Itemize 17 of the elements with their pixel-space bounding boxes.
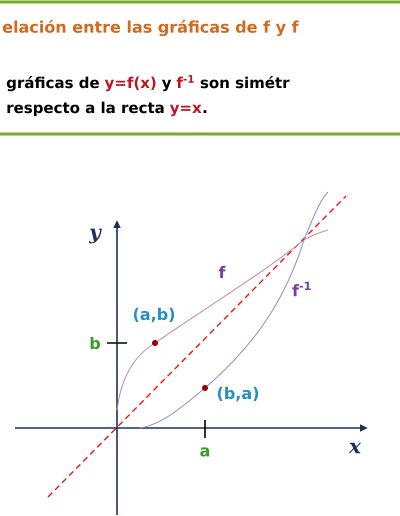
axis-label: x	[348, 442, 362, 454]
curve-label: f$^{-1}$	[292, 282, 311, 296]
curve-label: f	[218, 266, 226, 278]
title: elación entre las gráficas de f y f	[2, 20, 299, 36]
highlighted-text: f$^{-1}$	[176, 75, 194, 88]
tick-label: a	[200, 447, 210, 457]
highlighted-text: y=x	[170, 104, 202, 116]
point-label: (a,b)	[134, 308, 174, 322]
statement-text: y	[162, 80, 172, 92]
statement-text: .	[204, 110, 206, 113]
axis-label: y	[88, 228, 102, 244]
statement-text: gráficas de	[6, 76, 99, 92]
highlighted-text: y=f(x)	[104, 76, 156, 92]
statement-text: son simétr	[200, 76, 290, 88]
tick-label: b	[90, 336, 100, 350]
point-label: (b,a)	[218, 386, 258, 402]
statement-text: respecto a la recta	[7, 102, 164, 116]
